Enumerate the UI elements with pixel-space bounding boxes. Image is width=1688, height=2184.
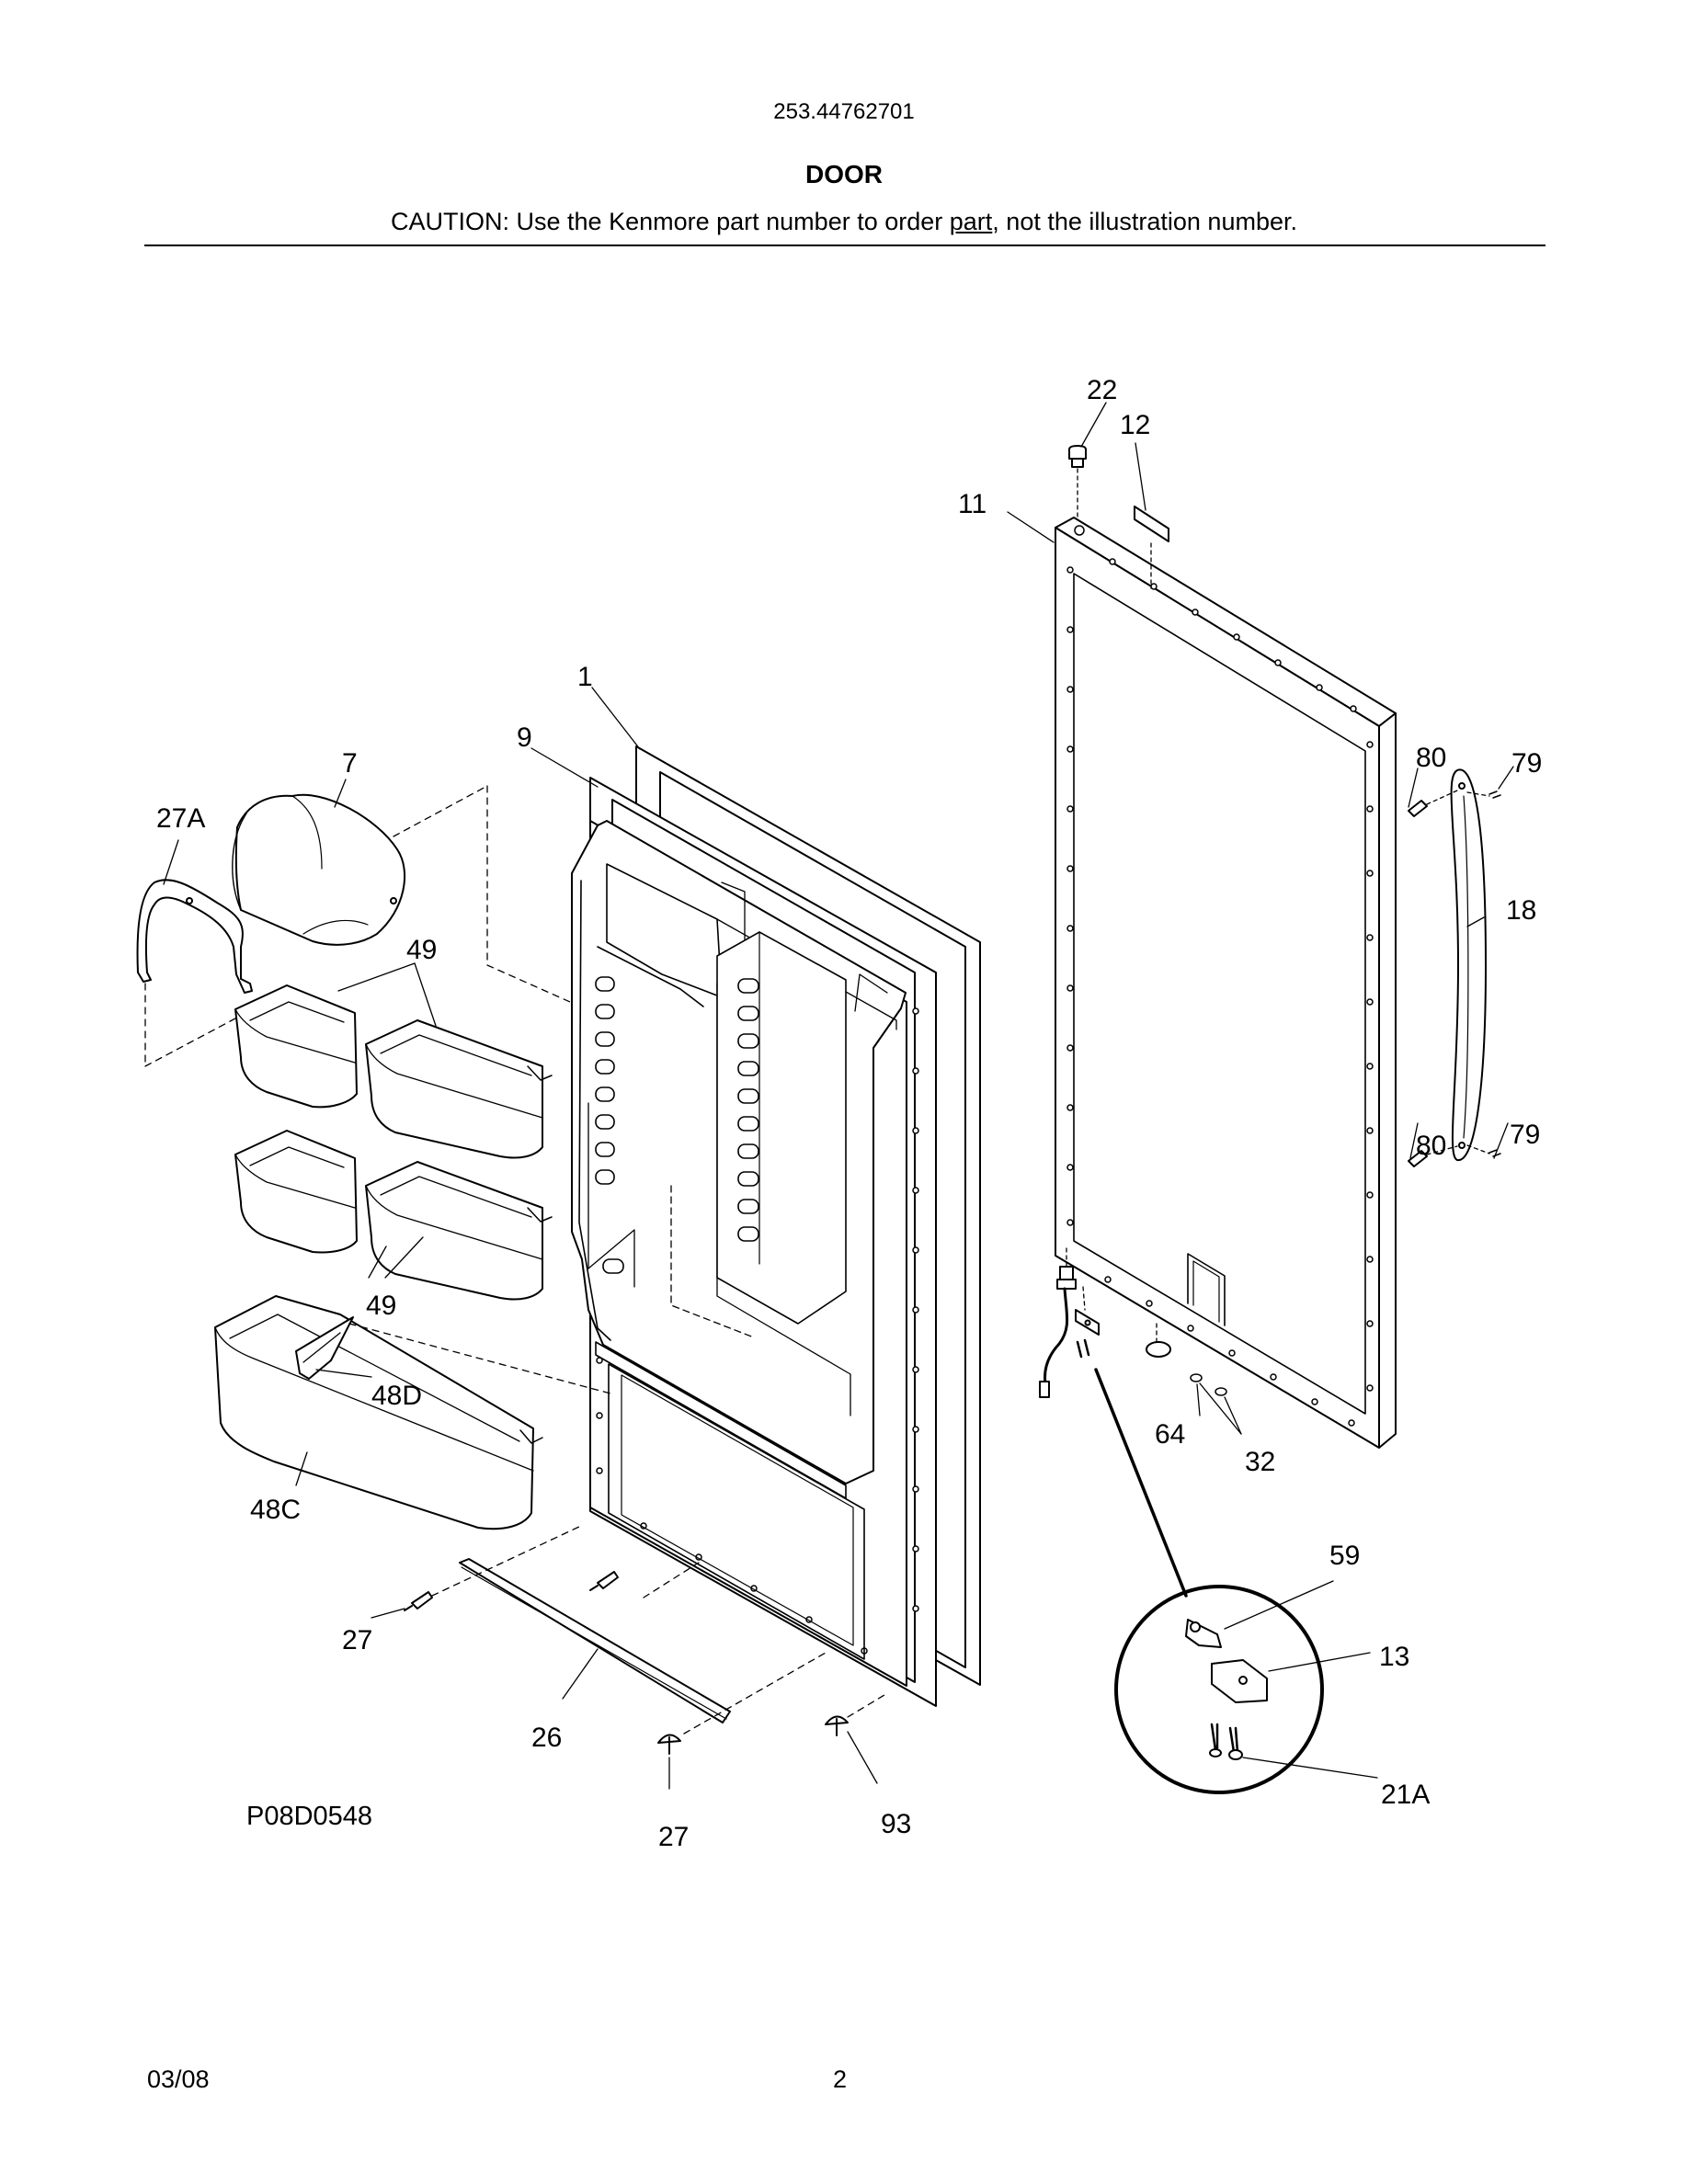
callout-93: 93 bbox=[881, 1809, 911, 1839]
assembly-lines bbox=[144, 785, 885, 1735]
leader-lines bbox=[163, 402, 1514, 1790]
callout-48c: 48C bbox=[250, 1495, 301, 1525]
door-bins-49 bbox=[234, 984, 553, 1301]
callout-7: 7 bbox=[342, 748, 358, 779]
callout-49-upper: 49 bbox=[406, 935, 437, 965]
figure-id: P08D0548 bbox=[246, 1802, 373, 1831]
callout-59: 59 bbox=[1329, 1541, 1360, 1571]
label-12 bbox=[1134, 506, 1169, 542]
callout-27-left: 27 bbox=[342, 1625, 372, 1655]
dairy-door-7 bbox=[232, 793, 406, 946]
callout-13: 13 bbox=[1379, 1642, 1409, 1672]
callout-64: 64 bbox=[1155, 1419, 1185, 1450]
callout-79-upper: 79 bbox=[1511, 748, 1542, 779]
caution-text-end: , not the illustration number. bbox=[992, 208, 1297, 235]
callout-21a: 21A bbox=[1381, 1780, 1430, 1810]
caution-underlined-word: part bbox=[949, 208, 993, 235]
liner-molded-face bbox=[571, 820, 907, 1499]
callout-11: 11 bbox=[958, 489, 987, 519]
plug-64 bbox=[1146, 1323, 1171, 1358]
hinge-cap-22 bbox=[1068, 445, 1087, 521]
plug-32 bbox=[1190, 1373, 1227, 1396]
door-handle-18 bbox=[1450, 768, 1487, 1162]
screws bbox=[404, 1571, 849, 1755]
gallon-bin-48c bbox=[214, 1295, 543, 1530]
callout-22: 22 bbox=[1087, 375, 1117, 405]
callout-9: 9 bbox=[517, 722, 532, 753]
door-outer-panel bbox=[1055, 517, 1397, 1449]
hinge-detail-circle bbox=[1094, 1368, 1324, 1794]
handle-stud-80 bbox=[1408, 790, 1458, 1167]
callout-1: 1 bbox=[577, 662, 593, 692]
callout-48d: 48D bbox=[371, 1381, 422, 1411]
bottom-trim-26 bbox=[459, 1558, 731, 1723]
callout-49-lower: 49 bbox=[366, 1291, 396, 1321]
callout-27a: 27A bbox=[156, 803, 205, 834]
page-number: 2 bbox=[833, 2065, 848, 2093]
callout-26: 26 bbox=[531, 1723, 562, 1753]
bottom-hinge-harness bbox=[1039, 1247, 1100, 1398]
footer-date: 03/08 bbox=[147, 2065, 210, 2093]
caution-text: CAUTION: Use the Kenmore part number to … bbox=[391, 208, 950, 235]
section-title: DOOR bbox=[805, 160, 883, 188]
callout-80-lower: 80 bbox=[1416, 1131, 1446, 1161]
header-rule bbox=[144, 245, 1545, 246]
callout-12: 12 bbox=[1120, 410, 1150, 440]
handle-screw-79 bbox=[1466, 791, 1501, 1157]
caution-note: CAUTION: Use the Kenmore part number to … bbox=[0, 208, 1688, 236]
callout-18: 18 bbox=[1506, 895, 1536, 926]
callout-80-upper: 80 bbox=[1416, 743, 1446, 773]
callout-27-bottom: 27 bbox=[658, 1822, 689, 1852]
model-number: 253.44762701 bbox=[773, 99, 915, 124]
callout-79-lower: 79 bbox=[1510, 1120, 1540, 1150]
hinge-bar-27a bbox=[136, 879, 253, 994]
callout-32: 32 bbox=[1245, 1447, 1275, 1477]
